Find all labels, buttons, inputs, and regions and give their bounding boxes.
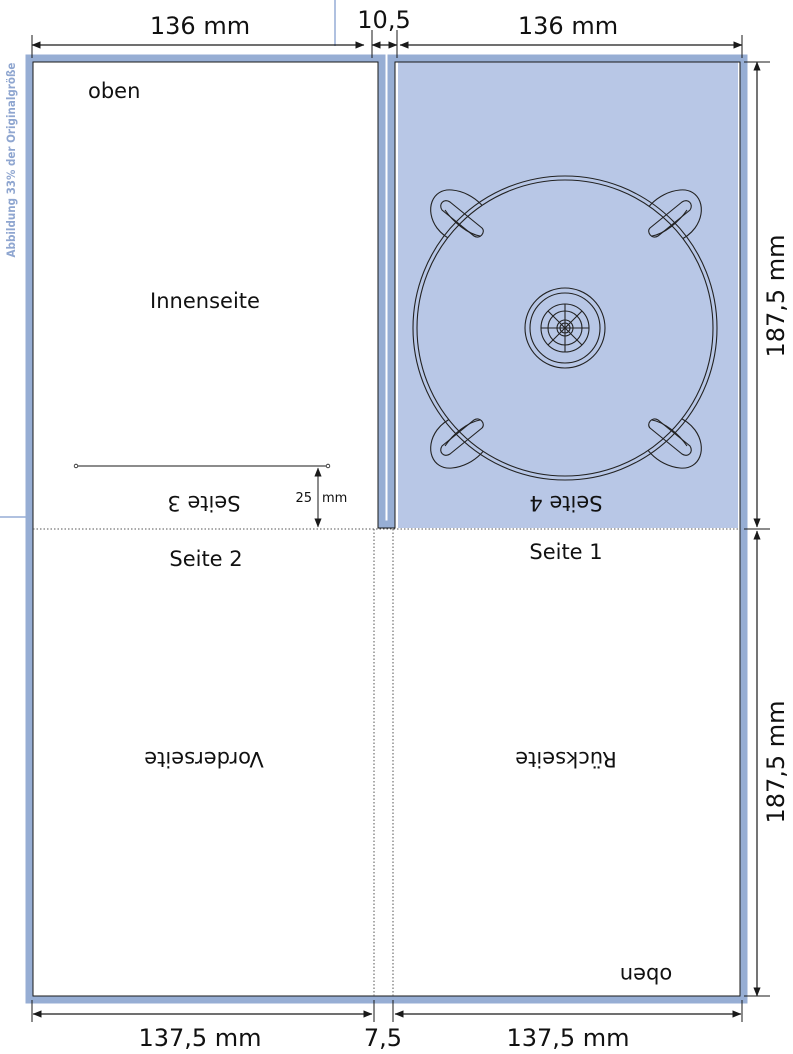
label-seite-2: Seite 2 [169,547,242,571]
label-vorderseite: Vorderseite [144,747,264,771]
label-innenseite: Innenseite [150,289,260,313]
dim-label-25-unit: mm [322,491,347,506]
guide-dot [73,463,79,469]
label-rueckseite: Rückseite [515,747,617,771]
dim-label-bottom-left: 137,5 mm [138,1024,261,1052]
guide-dot [325,463,331,469]
dim-label-25: 25 [295,491,312,506]
outer-frame [25,54,748,1004]
dim-label-right-upper: 187,5 mm [762,234,790,357]
label-oben-top: oben [88,79,140,103]
dim-label-bottom-right: 137,5 mm [506,1024,629,1052]
disc-tray-icon [412,175,718,481]
inner-outline [32,61,741,997]
dim-label-bottom-gap: 7,5 [364,1024,402,1052]
dim-label-top-gap: 10,5 [357,6,410,34]
dim-label-top-right: 136 mm [518,12,618,40]
label-seite-1: Seite 1 [529,540,602,564]
label-oben-bottom: oben [620,963,672,987]
side-note: Abbildung 33% der Originalgröße [4,63,18,258]
dim-label-right-lower: 187,5 mm [762,700,790,823]
dim-label-top-left: 136 mm [150,12,250,40]
label-seite-3: Seite 3 [167,491,240,515]
label-seite-4: Seite 4 [529,491,602,515]
